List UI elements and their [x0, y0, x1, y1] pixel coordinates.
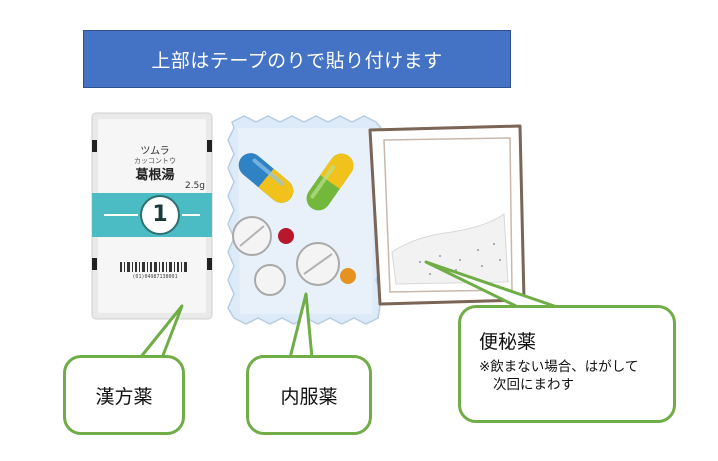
packet-reading: カッコントウ — [134, 157, 176, 165]
packet-number: 1 — [152, 202, 168, 227]
red-pill-icon — [278, 228, 294, 244]
small-tablet-icon — [254, 264, 286, 296]
kampo-packet — [91, 112, 213, 320]
packet-name: 葛根湯 — [135, 168, 175, 183]
orange-pill-icon — [340, 268, 356, 284]
callout-laxative-note: ※飲まない場合、はがして — [479, 359, 639, 375]
callout-laxative: 便秘薬 ※飲まない場合、はがして 次回にまわす — [458, 305, 676, 423]
laxative-packet — [368, 124, 526, 306]
instruction-banner: 上部はテープのりで貼り付けます — [83, 30, 511, 88]
banner-text: 上部はテープのりで貼り付けます — [151, 49, 443, 72]
white-tablet-icon — [232, 216, 272, 256]
callout-laxative-title: 便秘薬 — [479, 331, 537, 353]
callout-laxative-note-cont: 次回にまわす — [493, 377, 574, 393]
callout-oral-medicine: 内服薬 — [246, 355, 372, 435]
packet-barcode-number: (01)04987138001 — [132, 274, 178, 280]
blue-capsule-icon — [238, 153, 294, 203]
white-tablet-icon — [296, 242, 340, 286]
packet-brand: ツムラ — [140, 146, 170, 157]
callout-kampo-label: 漢方薬 — [95, 385, 153, 408]
packet-weight: 2.5g — [184, 181, 205, 191]
callout-kampo: 漢方薬 — [63, 355, 185, 435]
callout-oral-medicine-label: 内服薬 — [280, 385, 338, 408]
green-capsule-icon — [306, 153, 354, 211]
oral-medicine-bag — [227, 115, 383, 325]
barcode — [120, 262, 187, 272]
